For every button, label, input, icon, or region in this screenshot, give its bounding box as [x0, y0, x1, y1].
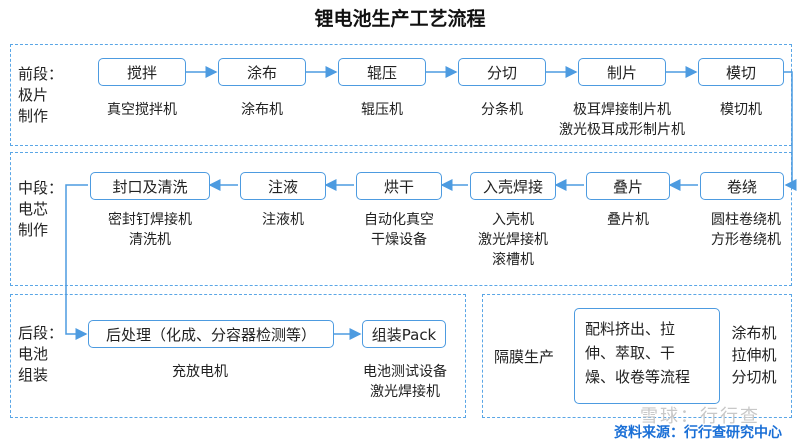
- step-box: 辊压: [338, 58, 426, 86]
- equipment-line: 激光焊接机: [478, 232, 548, 248]
- equipment-line: 清洗机: [129, 232, 171, 248]
- equipment-label: 充放电机: [140, 362, 260, 382]
- step-box: 后处理（化成、分容器检测等）: [88, 320, 334, 348]
- watermark: 雪球：行行查: [640, 406, 760, 427]
- arrow-front-to-middle: [784, 71, 797, 191]
- separator-equipment: 涂布机 拉伸机 分切机: [724, 322, 784, 388]
- equipment-line: 注液机: [262, 212, 304, 228]
- front-label-line: 前段：: [18, 65, 64, 83]
- step-box: 注液: [240, 172, 326, 200]
- equipment-label: 入壳机 激光焊接机 滚槽机: [458, 210, 568, 270]
- equipment-line: 入壳机: [492, 212, 534, 228]
- equipment-line: 密封钉焊接机: [108, 212, 192, 228]
- equipment-line: 极耳焊接制片机: [573, 102, 671, 118]
- equipment-label: 自动化真空 干燥设备: [344, 210, 454, 250]
- step-box: 入壳焊接: [470, 172, 556, 200]
- equipment-label: 极耳焊接制片机 激光极耳成形制片机: [557, 100, 687, 140]
- source-note: 资料来源：行行查研究中心: [614, 425, 782, 441]
- back-section: [10, 294, 466, 418]
- step-box: 组装Pack: [362, 320, 446, 348]
- equipment-label: 辊压机: [332, 100, 432, 120]
- step-box: 涂布: [218, 58, 306, 86]
- step-box: 搅拌: [98, 58, 186, 86]
- process-line: 燥、收卷等流程: [585, 368, 691, 386]
- equipment-label: 电池测试设备 激光焊接机: [348, 362, 462, 402]
- step-box: 制片: [578, 58, 666, 86]
- equipment-line: 涂布机: [731, 324, 777, 342]
- step-box: 叠片: [586, 172, 670, 200]
- middle-label-line: 电芯: [18, 200, 49, 218]
- equipment-line: 分切机: [731, 368, 777, 386]
- arrow-middle-to-back: [65, 184, 88, 340]
- equipment-line: 充放电机: [172, 364, 228, 380]
- step-box: 封口及清洗: [90, 172, 210, 200]
- back-stage-label: 后段： 电池 组装: [18, 323, 63, 386]
- equipment-line: 激光焊接机: [370, 384, 440, 400]
- equipment-line: 模切机: [720, 102, 762, 118]
- middle-stage-label: 中段： 电芯 制作: [18, 178, 63, 241]
- middle-label-line: 制作: [18, 221, 49, 239]
- equipment-line: 圆柱卷绕机: [711, 212, 781, 228]
- equipment-line: 分条机: [481, 102, 523, 118]
- front-stage-label: 前段： 极片 制作: [18, 64, 63, 127]
- equipment-line: 叠片机: [607, 212, 649, 228]
- diagram-title: 锂电池生产工艺流程: [314, 8, 486, 30]
- separator-section: [482, 294, 792, 418]
- equipment-line: 滚槽机: [492, 252, 534, 268]
- equipment-line: 涂布机: [241, 102, 283, 118]
- equipment-label: 模切机: [696, 100, 786, 120]
- equipment-label: 涂布机: [212, 100, 312, 120]
- step-box: 卷绕: [700, 172, 784, 200]
- equipment-label: 圆柱卷绕机 方形卷绕机: [696, 210, 796, 250]
- equipment-line: 方形卷绕机: [711, 232, 781, 248]
- equipment-label: 分条机: [452, 100, 552, 120]
- equipment-label: 密封钉焊接机 清洗机: [90, 210, 210, 250]
- equipment-line: 真空搅拌机: [107, 102, 177, 118]
- process-line: 伸、萃取、干: [585, 344, 676, 362]
- equipment-label: 真空搅拌机: [92, 100, 192, 120]
- equipment-label: 叠片机: [578, 210, 678, 230]
- process-line: 配料挤出、拉: [585, 320, 676, 338]
- separator-label: 隔膜生产: [494, 348, 555, 366]
- equipment-line: 激光极耳成形制片机: [559, 122, 685, 138]
- front-label-line: 极片: [18, 86, 49, 104]
- equipment-line: 自动化真空: [364, 212, 434, 228]
- step-box: 模切: [698, 58, 784, 86]
- equipment-line: 辊压机: [361, 102, 403, 118]
- back-label-line: 电池: [18, 345, 49, 363]
- separator-process-box: 配料挤出、拉 伸、萃取、干 燥、收卷等流程: [574, 308, 720, 404]
- equipment-line: 拉伸机: [731, 346, 777, 364]
- equipment-line: 电池测试设备: [363, 364, 447, 380]
- middle-section: [10, 152, 792, 286]
- back-label-line: 组装: [18, 366, 49, 384]
- step-box: 分切: [458, 58, 546, 86]
- middle-label-line: 中段：: [18, 179, 64, 197]
- step-box: 烘干: [356, 172, 442, 200]
- equipment-line: 干燥设备: [371, 232, 427, 248]
- equipment-label: 注液机: [233, 210, 333, 230]
- front-label-line: 制作: [18, 107, 49, 125]
- back-label-line: 后段：: [18, 324, 64, 342]
